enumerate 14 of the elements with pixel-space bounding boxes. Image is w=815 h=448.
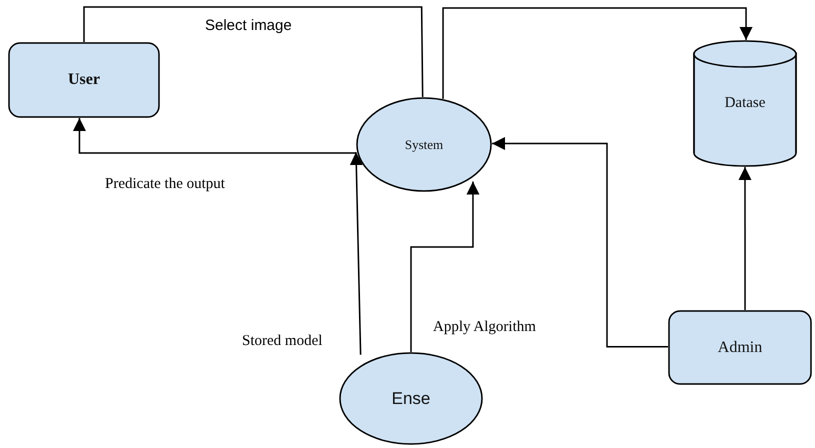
arrow: [72, 118, 356, 154]
arrow: [492, 137, 668, 348]
node-label: User: [68, 71, 100, 89]
node-label: Admin: [718, 338, 762, 356]
arrow: [442, 7, 753, 99]
edge-label: Select image: [204, 18, 293, 34]
node-label: Datase: [724, 95, 766, 112]
arrow: [410, 182, 480, 352]
node-label: System: [404, 136, 444, 152]
arrow: [738, 167, 752, 310]
node-label: Ense: [392, 388, 430, 408]
edge-label: Predicate the output: [104, 176, 226, 192]
edge-label: Apply Algorithm: [432, 319, 537, 336]
arrow: [350, 152, 363, 355]
